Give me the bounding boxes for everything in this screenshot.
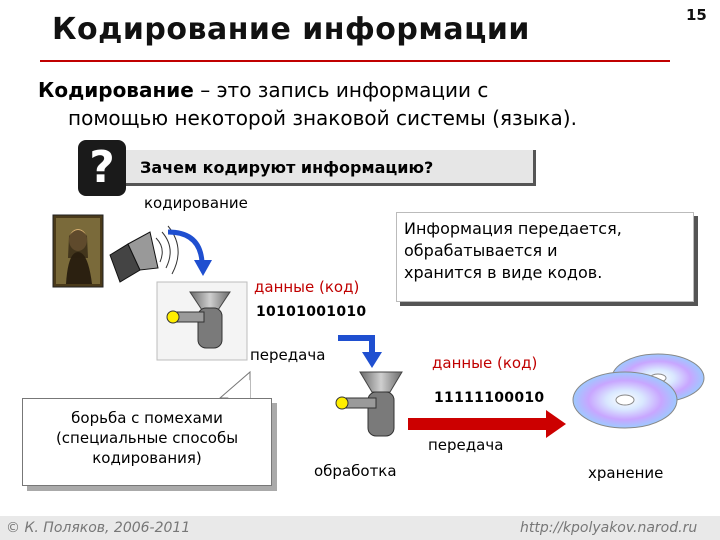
slide-number: 15 — [686, 6, 707, 24]
transmission-label-1: передача — [250, 346, 326, 364]
mona-lisa-picture — [52, 214, 104, 288]
noise-callout — [22, 398, 272, 486]
info-line-1: Информация передается, — [404, 219, 622, 238]
info-line-3: хранится в виде кодов. — [404, 263, 603, 282]
transmission-arrow-1 — [338, 335, 382, 368]
storage-arrow — [408, 410, 566, 438]
title-divider — [40, 60, 670, 62]
noise-callout-pointer-fill — [228, 380, 250, 398]
noise-callout-text: борьба с помехами (специальные способы к… — [24, 408, 270, 468]
processor-machine — [335, 371, 403, 437]
footer-copyright: © К. Поляков, 2006-2011 — [6, 520, 191, 536]
storage-label: хранение — [588, 464, 664, 482]
footer-bar — [0, 516, 720, 540]
definition-text: Кодирование – это запись информации с по… — [38, 76, 577, 132]
data-code-label-1: данные (код) — [254, 278, 360, 296]
definition-line2: помощью некоторой знаковой системы (язык… — [68, 106, 577, 130]
transmission-label-2: передача — [428, 436, 504, 454]
definition-term: Кодирование — [38, 78, 194, 102]
question-banner — [118, 150, 536, 186]
definition-rest: – это запись информации с — [193, 78, 489, 102]
loudspeaker-icon — [109, 225, 179, 283]
slide-title: Кодирование информации — [52, 12, 530, 47]
encoder-machine — [166, 291, 231, 349]
bits-value-1: 10101001010 — [256, 304, 367, 320]
question-text: Зачем кодируют информацию? — [140, 158, 434, 177]
noise-line-1: борьба с помехами — [71, 409, 223, 427]
info-line-2: обрабатывается и — [404, 241, 558, 260]
disc-stack-icon — [572, 353, 705, 429]
processing-label: обработка — [314, 462, 397, 480]
info-callout — [396, 212, 694, 302]
bits-value-2: 11111100010 — [434, 390, 545, 406]
noise-line-3: кодирования) — [92, 449, 202, 467]
footer-link[interactable]: http://kpolyakov.narod.ru — [520, 520, 698, 536]
encoding-label: кодирование — [144, 194, 248, 212]
question-mark-icon: ? — [78, 140, 126, 196]
data-code-label-2: данные (код) — [432, 354, 538, 372]
noise-line-2: (специальные способы — [55, 429, 239, 447]
encoding-arrow — [167, 229, 212, 276]
info-callout-text: Информация передается, обрабатывается и … — [404, 218, 622, 284]
